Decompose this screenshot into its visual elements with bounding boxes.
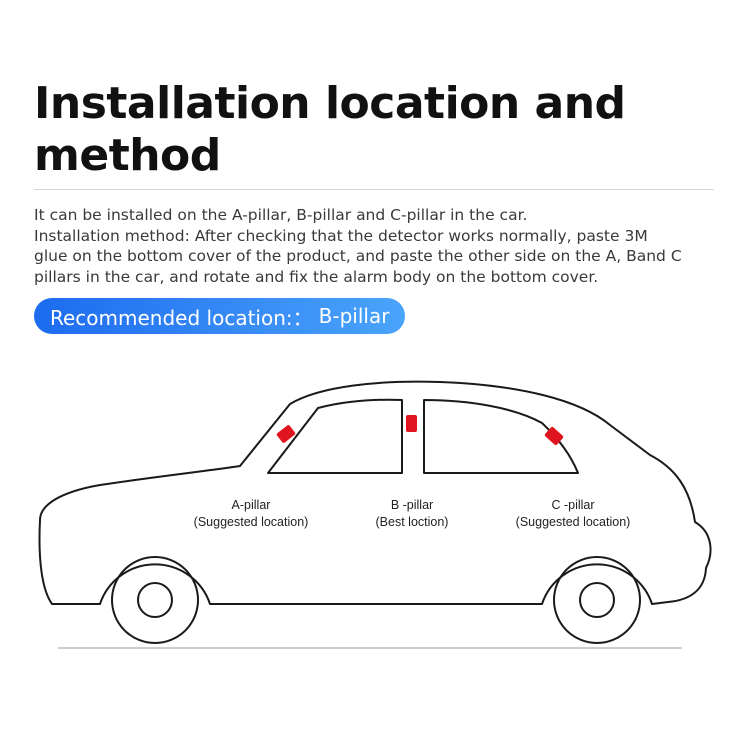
c-pillar-label: C -pillar (Suggested location) (490, 497, 656, 531)
car-illustration (38, 380, 712, 649)
description-line-2: Installation method: After checking that… (34, 226, 648, 245)
description-line-3: glue on the bottom cover of the product,… (34, 247, 682, 265)
c-pillar-marker (544, 427, 564, 445)
a-pillar-marker (276, 425, 296, 443)
recommended-location-value: B-pillar (318, 304, 390, 328)
recommended-location-badge: Recommended location:： B-pillar (34, 298, 406, 334)
b-pillar-marker (406, 415, 417, 432)
rear-window (423, 399, 579, 474)
b-pillar-label: B -pillar (Best loction) (352, 497, 472, 531)
title-line-1: Installation location and (34, 78, 626, 129)
page-title: Installation location and method (34, 78, 724, 182)
car-body-outline (38, 380, 712, 605)
description-line-1: It can be installed on the A-pillar, B-p… (34, 206, 528, 224)
b-pillar-name: B -pillar (390, 498, 434, 512)
c-pillar-note: (Suggested location) (515, 515, 631, 529)
description-line-4: pillars in the car, and rotate and fix t… (34, 267, 599, 286)
a-pillar-note: (Suggested location) (193, 515, 309, 529)
title-line-2: method (34, 130, 221, 181)
recommended-location-label: Recommended location:： (50, 305, 313, 330)
a-pillar-label: A-pillar (Suggested location) (168, 497, 334, 531)
a-pillar-name: A-pillar (231, 498, 271, 512)
title-divider (34, 189, 714, 190)
rear-wheel (553, 556, 641, 644)
description-text: It can be installed on the A-pillar, B-p… (34, 205, 724, 287)
c-pillar-name: C -pillar (551, 498, 595, 512)
front-wheel (111, 556, 199, 644)
front-window (267, 398, 403, 474)
b-pillar-note: (Best loction) (375, 515, 449, 529)
